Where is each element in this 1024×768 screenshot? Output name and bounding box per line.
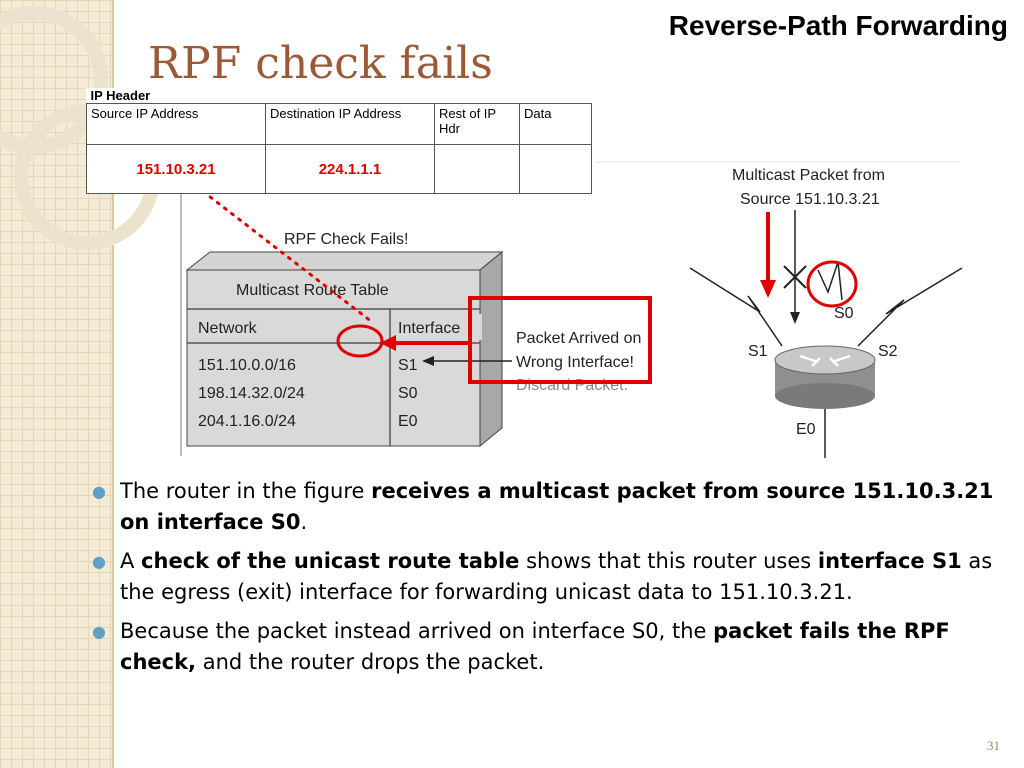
rpf-diagram: RPF Check Fails! Multicast Route Table N… xyxy=(180,161,964,458)
route-table-side xyxy=(479,250,503,448)
strip-edge-line xyxy=(112,0,114,768)
route-table-top xyxy=(185,251,504,271)
rpf-fails-label: RPF Check Fails! xyxy=(284,231,408,248)
bullet-plain-text: as the egress (exit) interface for forwa… xyxy=(120,549,993,604)
data-value xyxy=(519,144,592,194)
serial-link-s0 xyxy=(817,261,843,301)
message-line: Wrong Interface! xyxy=(516,354,634,371)
interface-label-s1: S1 xyxy=(748,343,768,360)
s0-highlight-circle xyxy=(806,260,858,308)
bullet-bold-text: interface S1 xyxy=(817,549,962,573)
bullet-item: ● Because the packet instead arrived on i… xyxy=(90,616,1018,678)
interface-header-clip xyxy=(472,314,482,340)
route-row-interface: S1 xyxy=(398,357,418,374)
highlight-box xyxy=(468,296,652,384)
ip-header-column: Rest of IP Hdr xyxy=(434,103,520,145)
route-row-network: 204.1.16.0/24 xyxy=(198,413,296,430)
route-row-network: 151.10.0.0/16 xyxy=(198,357,296,374)
slide-title: RPF check fails xyxy=(148,38,493,89)
discard-arrow-head xyxy=(422,356,434,366)
bullet-plain-text: and the router drops the packet. xyxy=(196,650,545,674)
red-arrow-head xyxy=(380,335,396,351)
ip-header-column: Source IP Address xyxy=(86,103,266,145)
interface-label-s0: S0 xyxy=(834,305,854,322)
bullet-plain-text: A xyxy=(120,549,142,573)
destination-ip-value: 224.1.1.1 xyxy=(265,144,435,194)
interface-label-e0: E0 xyxy=(796,421,816,438)
packet-path-head xyxy=(790,312,800,324)
ip-header-column: Destination IP Address xyxy=(265,103,435,145)
rest-of-hdr-value xyxy=(434,144,520,194)
header-title: Reverse-Path Forwarding xyxy=(668,10,1008,41)
bullet-dot-icon: ● xyxy=(92,482,106,501)
ip-header-caption: IP Header xyxy=(90,88,151,103)
router-arrows xyxy=(799,354,851,367)
bullet-plain-text: . xyxy=(300,510,308,534)
bullet-plain-text: shows that this router uses xyxy=(519,549,818,573)
bullet-bold-text: check of the unicast route table xyxy=(141,549,520,573)
page-number: 31 xyxy=(987,738,1000,753)
incoming-packet-head xyxy=(760,280,776,298)
serial-link-s1 xyxy=(689,267,783,347)
bullet-dot-icon: ● xyxy=(92,552,106,571)
serial-link-s2 xyxy=(857,267,963,347)
bullet-text: A check of the unicast route table shows… xyxy=(120,549,992,604)
source-label-line: Source 151.10.3.21 xyxy=(740,191,880,208)
router-top xyxy=(774,345,876,375)
bullet-item: ● A check of the unicast route table show… xyxy=(90,546,1018,608)
ip-header-column: Data xyxy=(519,103,592,145)
bullet-bold-text: packet fails the RPF check, xyxy=(120,619,950,674)
source-label-line: Multicast Packet from xyxy=(732,167,885,184)
source-ip-value: 151.10.3.21 xyxy=(86,144,266,194)
message-line: Discard Packet. xyxy=(516,377,628,394)
bullet-item: ● The router in the figure receives a mul… xyxy=(90,476,1018,538)
route-table-header-network: Network xyxy=(198,320,258,337)
bullet-dot-icon: ● xyxy=(92,622,106,641)
bullet-plain-text: The router in the figure xyxy=(120,479,372,503)
highlight-ellipse xyxy=(336,324,384,358)
route-row-interface: E0 xyxy=(398,413,418,430)
router-icon xyxy=(774,345,876,409)
bullet-text: Because the packet instead arrived on in… xyxy=(120,619,950,674)
router-bottom xyxy=(775,383,875,409)
bullet-list: ● The router in the figure receives a mul… xyxy=(90,476,1018,686)
route-table-title: Multicast Route Table xyxy=(236,282,389,299)
route-row-interface: S0 xyxy=(398,385,418,402)
interface-label-s2: S2 xyxy=(878,343,898,360)
route-table-box: Multicast Route Table Network Interface … xyxy=(185,250,504,448)
message-line: Packet Arrived on xyxy=(516,330,641,347)
dotted-source-link xyxy=(194,184,374,324)
route-table-header-interface: Interface xyxy=(398,320,460,337)
bullet-plain-text: Because the packet instead arrived on in… xyxy=(120,619,714,643)
blocked-x-mark xyxy=(783,265,807,289)
bullet-bold-text: receives a multicast packet from source … xyxy=(120,479,994,534)
route-row-network: 198.14.32.0/24 xyxy=(198,385,305,402)
ip-header-table: IP Header Source IP Address Destination … xyxy=(86,88,592,194)
bullet-text: The router in the figure receives a mult… xyxy=(120,479,993,534)
